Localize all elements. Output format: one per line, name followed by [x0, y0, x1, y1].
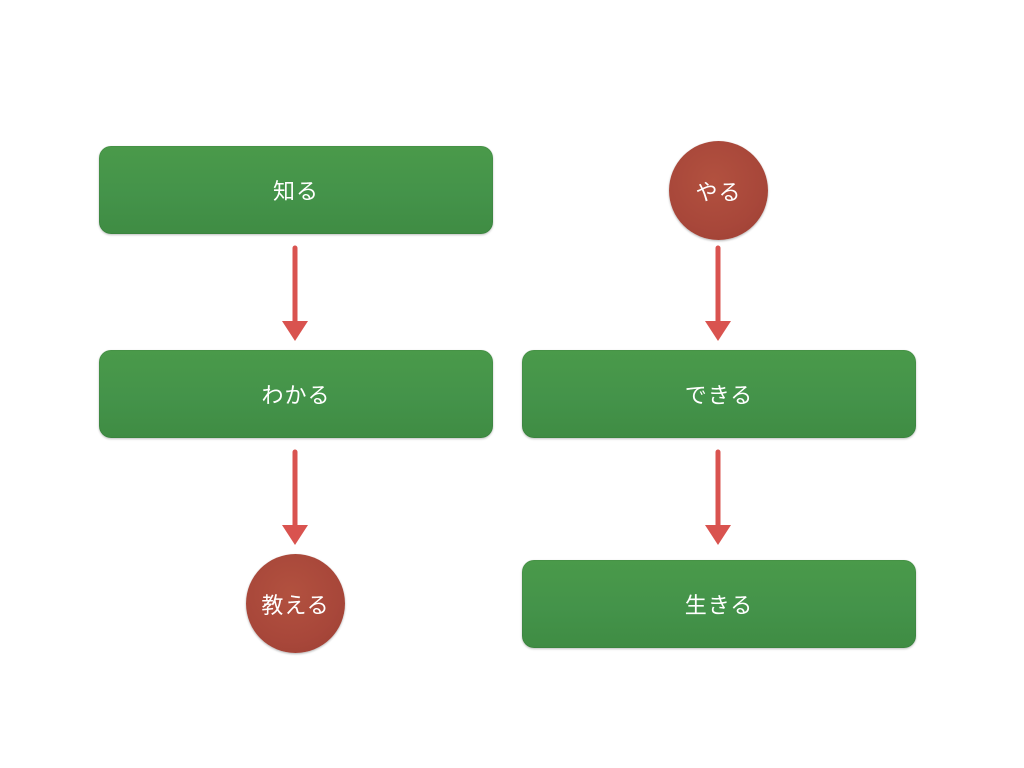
arrow-do-to-can-do	[705, 245, 731, 341]
node-live-label: 生きる	[684, 594, 754, 619]
arrow-understand-to-teach	[282, 449, 308, 545]
node-do-label: やる	[695, 180, 742, 206]
node-know-label: 知る	[272, 180, 319, 205]
node-can-do: できる	[522, 350, 916, 438]
node-understand-label: わかる	[261, 384, 331, 409]
arrow-can-do-to-live	[705, 449, 731, 545]
node-understand: わかる	[99, 350, 493, 438]
node-do: やる	[669, 141, 768, 240]
node-can-do-label: できる	[684, 384, 754, 409]
node-live: 生きる	[522, 560, 916, 648]
node-know: 知る	[99, 146, 493, 234]
node-teach: 教える	[246, 554, 345, 653]
arrow-know-to-understand	[282, 245, 308, 341]
node-teach-label: 教える	[261, 593, 330, 619]
